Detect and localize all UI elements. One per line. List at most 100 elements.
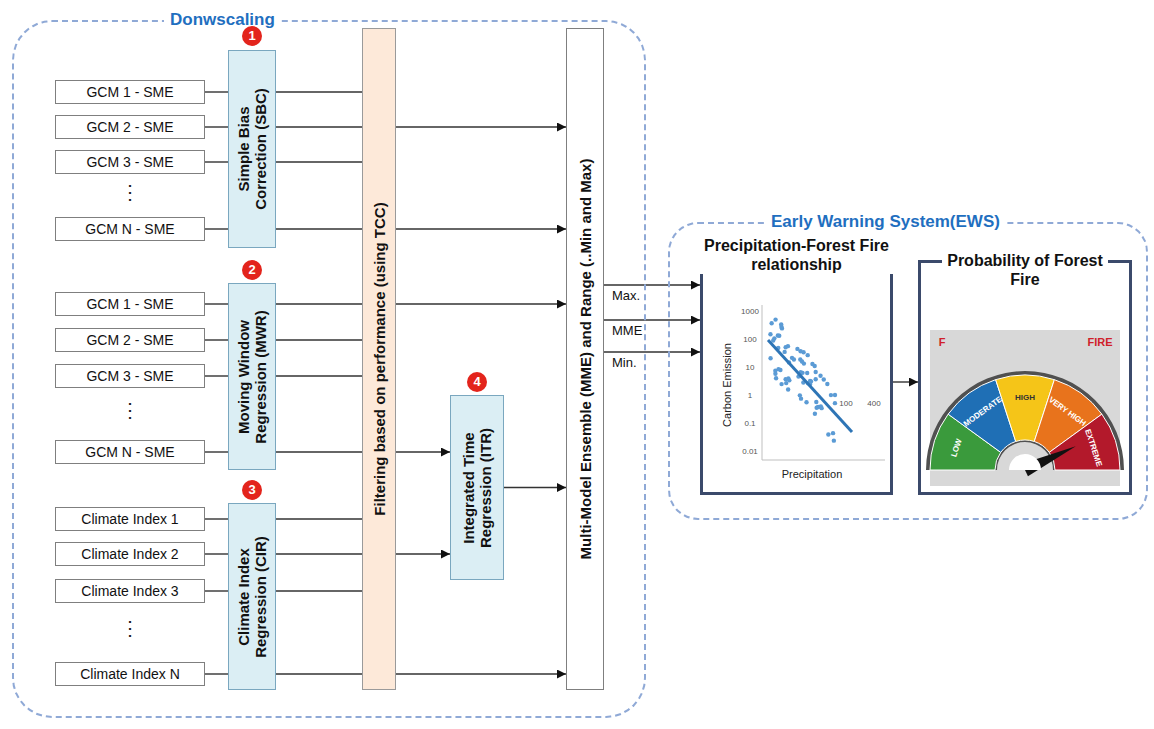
- callout-number: 1: [242, 26, 262, 46]
- tick-label: 10: [746, 363, 755, 373]
- box-label: GCM N - SME: [85, 444, 174, 460]
- scatter-point: [833, 401, 837, 405]
- connector: [205, 673, 228, 674]
- axis-title: Carbon Emission: [721, 343, 734, 427]
- y-axis: [762, 305, 763, 460]
- ellipsis-mark: ⋮: [120, 617, 140, 639]
- scatter-point: [805, 371, 809, 375]
- connector: [504, 487, 566, 488]
- box-label: GCM N - SME: [85, 221, 174, 237]
- tick-label: 100: [839, 399, 852, 409]
- axis-title: Precipitation: [782, 468, 843, 481]
- connector: [205, 553, 228, 554]
- scatter-point: [814, 400, 818, 404]
- bar-label: Climate Index Regression (CIR): [235, 522, 269, 672]
- gauge-level: HIGH: [1015, 393, 1035, 403]
- ellipsis-mark: ⋮: [120, 181, 140, 203]
- box-label: GCM 2 - SME: [86, 119, 173, 135]
- edge-label: MME: [610, 323, 644, 338]
- connector: [276, 375, 362, 376]
- box-label: Climate Index 3: [81, 583, 178, 599]
- scatter-point: [790, 356, 794, 360]
- box-label: GCM 3 - SME: [86, 368, 173, 384]
- box-label: GCM 3 - SME: [86, 154, 173, 170]
- connector: [276, 673, 362, 674]
- box-label: Climate Index 1: [81, 511, 178, 527]
- trend-line: [768, 340, 852, 432]
- source-box: GCM 2 - SME: [55, 328, 205, 352]
- scatter-point: [816, 405, 820, 409]
- scatter-point: [783, 345, 787, 349]
- scatter-point: [782, 350, 786, 354]
- source-box: GCM 2 - SME: [55, 115, 205, 139]
- panel-title: Probability of Forest Fire: [942, 251, 1108, 289]
- scatter-point: [813, 370, 817, 374]
- box-label: GCM 1 - SME: [86, 296, 173, 312]
- connector: [893, 381, 918, 382]
- source-box: Climate Index 3: [55, 579, 205, 603]
- scatter-point: [777, 334, 781, 338]
- source-box: GCM 1 - SME: [55, 80, 205, 104]
- connector: [276, 451, 362, 452]
- gauge-background: [930, 330, 1120, 486]
- tick-label: 400: [867, 399, 880, 409]
- gauge-rim: [926, 371, 1124, 470]
- source-box: Climate Index N: [55, 662, 205, 686]
- bar-label: Multi-Model Ensemble (MME) and Range (..…: [577, 49, 594, 669]
- gauge-mark: FIRE: [1087, 336, 1112, 349]
- scatter-point: [773, 317, 777, 321]
- connector: [396, 553, 450, 554]
- callout-number: 3: [242, 480, 262, 500]
- box-label: Climate Index 2: [81, 546, 178, 562]
- scatter-point: [801, 350, 805, 354]
- connector: [205, 303, 228, 304]
- box-label: Climate Index N: [80, 666, 180, 682]
- method-bar: Integrated Time Regression (ITR): [450, 395, 504, 580]
- scatter-point: [769, 321, 773, 325]
- callout-number: 4: [467, 372, 487, 392]
- scatter-point: [774, 376, 778, 380]
- source-box: Climate Index 1: [55, 507, 205, 531]
- ensemble-bar: Multi-Model Ensemble (MME) and Range (..…: [566, 28, 604, 690]
- region-title: Early Warning System(EWS): [765, 212, 1006, 232]
- scatter-point: [831, 431, 835, 435]
- source-box: GCM N - SME: [55, 440, 205, 464]
- connector: [604, 284, 700, 285]
- method-bar: Moving Window Regression (MWR): [228, 283, 276, 470]
- bar-label: Moving Window Regression (MWR): [235, 302, 269, 452]
- scatter-point: [773, 372, 777, 376]
- connector: [205, 91, 228, 92]
- tick-label: 1000: [741, 307, 759, 317]
- connector: [276, 91, 362, 92]
- scatter-point: [829, 393, 833, 397]
- scatter-plot: [762, 305, 885, 460]
- region-title: Donwscaling: [164, 10, 281, 30]
- scatter-point: [804, 400, 808, 404]
- method-bar: Simple Bias Correction (SBC): [228, 50, 276, 248]
- scatter-point: [784, 381, 788, 385]
- scatter-point: [818, 373, 822, 377]
- dashed-region: GCM 1 - SME GCM 2 - SME GCM 3 - SME GCM N -…: [12, 20, 646, 718]
- connector: [205, 518, 228, 519]
- method-bar: Climate Index Regression (CIR): [228, 503, 276, 690]
- tick-label: 1: [748, 391, 752, 401]
- scatter-point: [779, 322, 783, 326]
- scatter-point: [813, 377, 817, 381]
- connector: [205, 228, 228, 229]
- scatter-point: [799, 396, 803, 400]
- source-box: GCM 1 - SME: [55, 292, 205, 316]
- connector: [205, 161, 228, 162]
- scatter-point: [810, 362, 814, 366]
- connector: [396, 228, 566, 229]
- connector: [276, 161, 362, 162]
- connector: [276, 590, 362, 591]
- connector: [276, 303, 362, 304]
- bar-label: Simple Bias Correction (SBC): [235, 74, 269, 224]
- scatter-point: [826, 432, 830, 436]
- box-label: GCM 1 - SME: [86, 84, 173, 100]
- tick-label: 0.1: [744, 419, 755, 429]
- connector: [276, 339, 362, 340]
- scatter-point: [795, 347, 799, 351]
- x-axis: [762, 460, 885, 461]
- edge-label: Max.: [610, 288, 642, 303]
